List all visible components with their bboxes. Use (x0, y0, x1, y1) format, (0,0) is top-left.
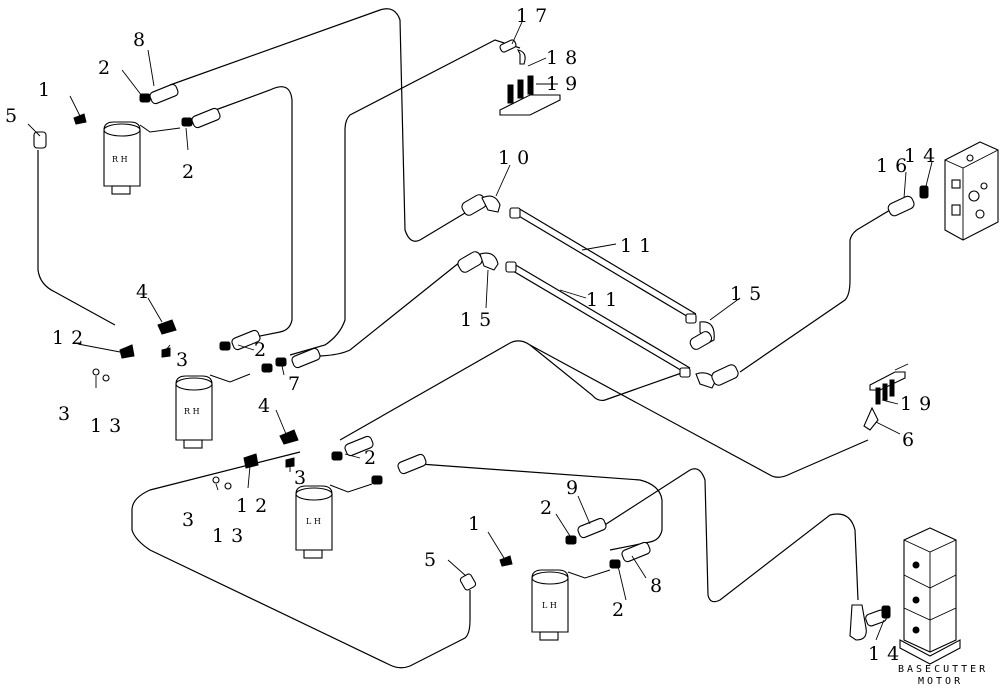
callout-9: 9 (566, 477, 585, 499)
callout-15: 15 (730, 283, 768, 305)
motor-label-rh: R H (184, 407, 200, 416)
callout-7: 7 (288, 373, 307, 395)
motor-rh-lower: R H (175, 375, 213, 449)
callout-2: 2 (364, 447, 383, 469)
callout-15: 15 (460, 309, 498, 331)
callout-3: 3 (182, 509, 201, 531)
hose-lines (37, 8, 891, 669)
steel-pipes-11 (507, 207, 697, 373)
basecutter-motor: BASECUTTER MOTOR (898, 527, 988, 687)
callout-2: 2 (254, 339, 273, 361)
callout-3: 3 (176, 349, 195, 371)
callout-14: 14 (904, 145, 942, 167)
motor-label-lh: L H (542, 601, 557, 610)
callout-17: 17 (516, 5, 554, 27)
callout-1: 1 (38, 79, 57, 101)
callout-12: 12 (52, 327, 90, 349)
motor-lh-lower: L H (531, 569, 569, 641)
callout-19: 19 (900, 393, 938, 415)
callout-13: 13 (212, 525, 250, 547)
callout-5: 5 (424, 549, 443, 571)
callout-16: 16 (876, 155, 914, 177)
callout-4: 4 (258, 395, 277, 417)
callout-11: 11 (586, 289, 624, 311)
callout-12: 12 (236, 495, 274, 517)
callout-8: 8 (133, 29, 152, 51)
motor-label-lh: L H (306, 517, 321, 526)
callout-14: 14 (868, 643, 906, 665)
valve-block (944, 141, 999, 241)
callout-1: 1 (468, 513, 487, 535)
leader-lines (27, 21, 933, 641)
motor-lh-middle: L H (295, 485, 333, 559)
callout-10: 10 (498, 147, 536, 169)
callout-18: 18 (546, 47, 584, 69)
caption-line1: BASECUTTER (898, 664, 988, 675)
motor-label-rh: R H (112, 155, 128, 164)
caption-line2: MOTOR (918, 676, 963, 687)
callout-3: 3 (58, 403, 77, 425)
callout-2: 2 (98, 57, 117, 79)
motor-rh-upper: R H (103, 121, 141, 195)
fittings (33, 39, 929, 641)
callout-5: 5 (5, 105, 24, 127)
callout-19: 19 (546, 73, 584, 95)
callout-2: 2 (182, 161, 201, 183)
callout-2: 2 (612, 599, 631, 621)
callout-4: 4 (136, 281, 155, 303)
callout-2: 2 (540, 497, 559, 519)
callout-11: 11 (620, 235, 658, 257)
callout-8: 8 (650, 575, 669, 597)
callout-13: 13 (90, 415, 128, 437)
callout-3: 3 (294, 467, 313, 489)
callouts: 1 5 2 8 2 4 12 3 3 13 2 7 4 3 3 12 13 2 … (5, 5, 942, 665)
callout-6: 6 (902, 429, 921, 451)
